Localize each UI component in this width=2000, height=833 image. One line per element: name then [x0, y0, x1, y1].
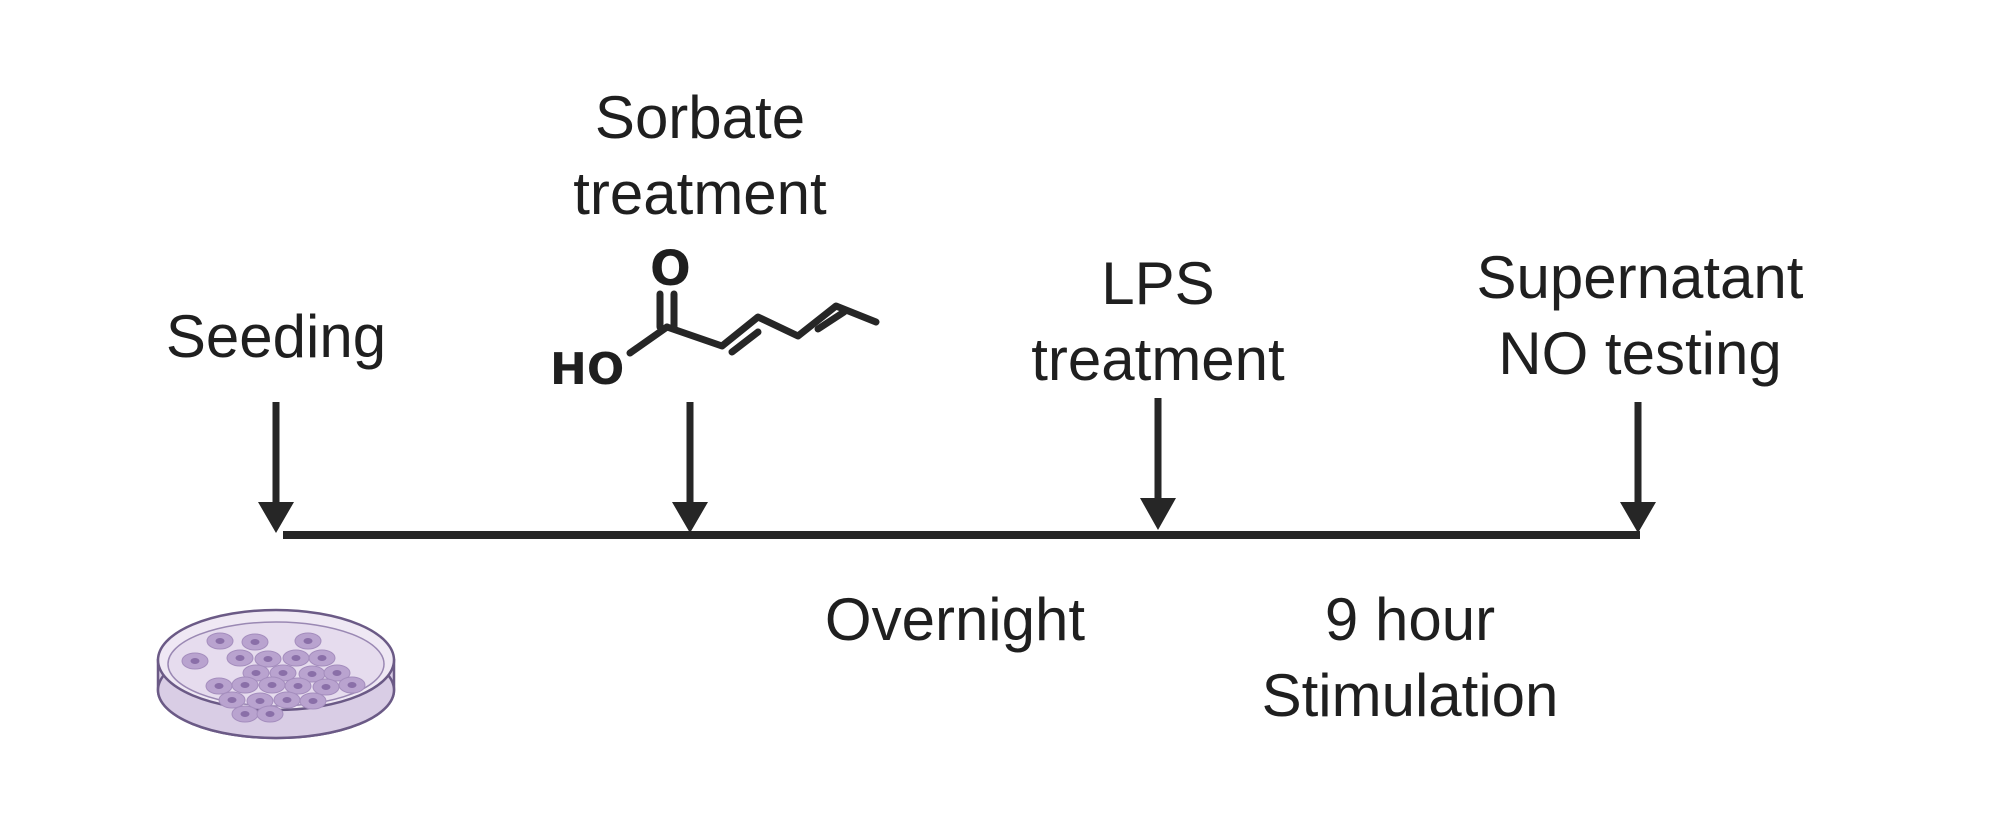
arrow-sorbate: [672, 402, 708, 533]
cell-nucleus: [317, 655, 327, 661]
interval-label-overnight-line-1: Overnight: [824, 586, 1086, 653]
cell-nucleus: [251, 670, 261, 676]
event-label-seeding-line-1: Seeding: [165, 303, 387, 370]
cell-nucleus: [240, 711, 250, 717]
cell-nucleus: [282, 697, 292, 703]
cell-nucleus: [293, 683, 303, 689]
cell-nucleus: [255, 698, 265, 704]
sorbate-structure-icon: [626, 290, 880, 357]
cell-nucleus: [235, 655, 245, 661]
cell-nucleus: [291, 655, 301, 661]
arrow-lps: [1140, 398, 1176, 530]
event-label-lps: LPS treatment: [1008, 246, 1308, 398]
cell-nucleus: [190, 658, 200, 664]
cell-cluster: [181, 632, 366, 723]
cell-nucleus: [263, 656, 273, 662]
event-label-seeding: Seeding: [156, 299, 396, 375]
cell-nucleus: [321, 684, 331, 690]
cell-nucleus: [347, 682, 357, 688]
event-label-lps-line-2: treatment: [1031, 326, 1285, 393]
cell-nucleus: [332, 670, 342, 676]
cell-nucleus: [303, 638, 313, 644]
event-label-supernatant: Supernatant NO testing: [1440, 240, 1840, 392]
interval-label-overnight: Overnight: [800, 582, 1110, 658]
interval-label-stimulation: 9 hour Stimulation: [1240, 582, 1580, 734]
interval-label-stimulation-line-1: 9 hour: [1324, 586, 1496, 653]
cell-nucleus: [278, 670, 288, 676]
cell-nucleus: [308, 698, 318, 704]
petri-dish-with-cells-icon: [156, 608, 396, 740]
cell-nucleus: [307, 671, 317, 677]
event-label-sorbate-line-2: treatment: [573, 160, 827, 227]
atom-oxygen-label: O: [650, 241, 691, 297]
interval-label-stimulation-line-2: Stimulation: [1261, 662, 1559, 729]
event-label-supernatant-line-2: NO testing: [1498, 320, 1782, 387]
event-label-sorbate-line-1: Sorbate: [594, 84, 806, 151]
cell-nucleus: [215, 638, 225, 644]
cell-nucleus: [267, 682, 277, 688]
event-label-sorbate: Sorbate treatment: [550, 80, 850, 232]
event-label-supernatant-line-1: Supernatant: [1476, 244, 1804, 311]
cell-nucleus: [227, 697, 237, 703]
event-label-lps-line-1: LPS: [1101, 250, 1215, 317]
atom-hydroxyl-label: HO: [550, 344, 624, 395]
arrow-seeding: [258, 402, 294, 533]
cell-nucleus: [214, 683, 224, 689]
arrow-supernatant: [1620, 402, 1656, 533]
cell-nucleus: [240, 682, 250, 688]
cell-nucleus: [265, 711, 275, 717]
cell-nucleus: [250, 639, 260, 645]
